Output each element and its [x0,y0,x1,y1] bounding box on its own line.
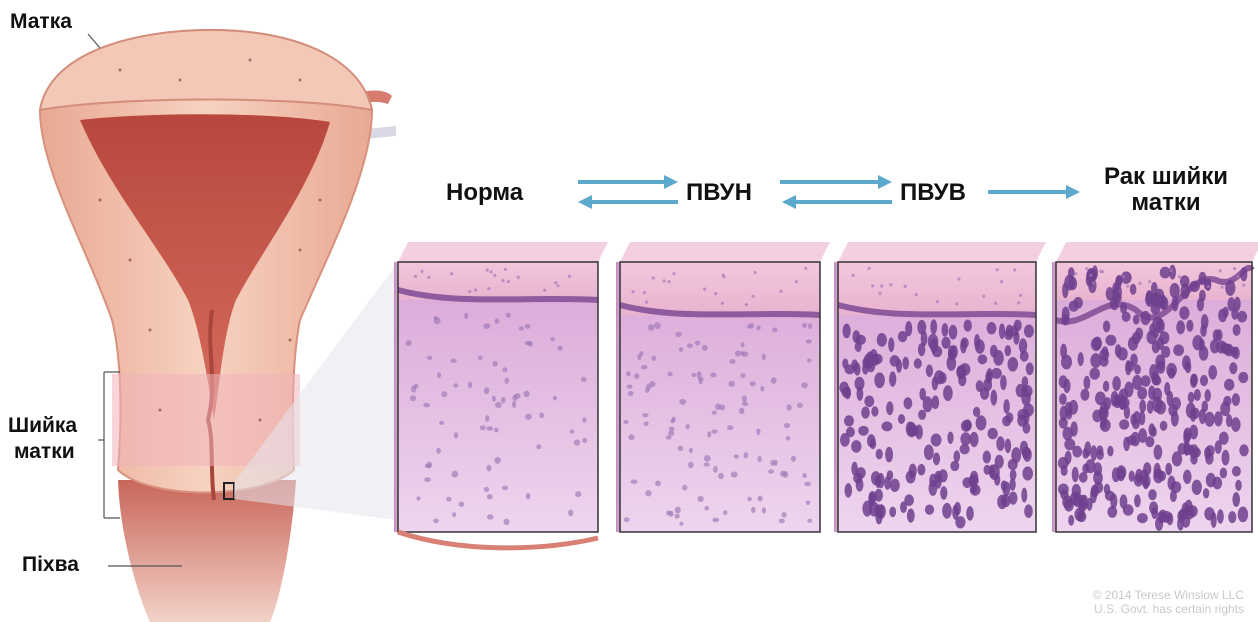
label-vagina: Піхва [22,553,79,577]
tissue-panel-normal [394,242,608,548]
panel-top-face [398,242,608,262]
uterus-illustration [40,30,398,622]
tissue-panel-hsil [834,242,1046,532]
label-uterus: Матка [10,10,72,34]
copyright-notice: © 2014 Terese Winslow LLC U.S. Govt. has… [1093,588,1244,616]
copyright-line2: U.S. Govt. has certain rights [1093,602,1244,616]
arrow-lsil-to-hsil [780,175,892,189]
tissue-panel-cancer [1052,242,1258,532]
stage-label-hsil: ПВУВ [900,180,966,206]
stage-label-cancer-line2: матки [1086,190,1246,216]
panel-upper-layer [838,262,1036,315]
label-cervix-line2: матки [14,440,75,464]
tissue-panel-lsil [616,242,830,532]
arrow-hsil-to-lsil [782,195,892,209]
stage-label-normal: Норма [446,180,523,206]
panel-base [398,262,598,532]
stage-label-cancer: Рак шийки матки [1086,164,1246,216]
panel-top-face [1056,242,1258,262]
panel-top-face [838,242,1046,262]
stage-label-lsil: ПВУН [686,180,752,206]
tissue-panels [394,242,1258,548]
arrow-lsil-to-normal [578,195,678,209]
copyright-line1: © 2014 Terese Winslow LLC [1093,588,1244,602]
panel-bottom-fringe [398,532,598,548]
arrow-hsil-to-cancer [988,185,1080,199]
progression-arrows [578,175,1080,209]
panel-top-face [620,242,830,262]
stage-label-cancer-line1: Рак шийки [1086,164,1246,190]
arrow-normal-to-lsil [578,175,678,189]
panel-upper-layer [620,262,820,315]
label-cervix-line1: Шийка [8,414,77,438]
